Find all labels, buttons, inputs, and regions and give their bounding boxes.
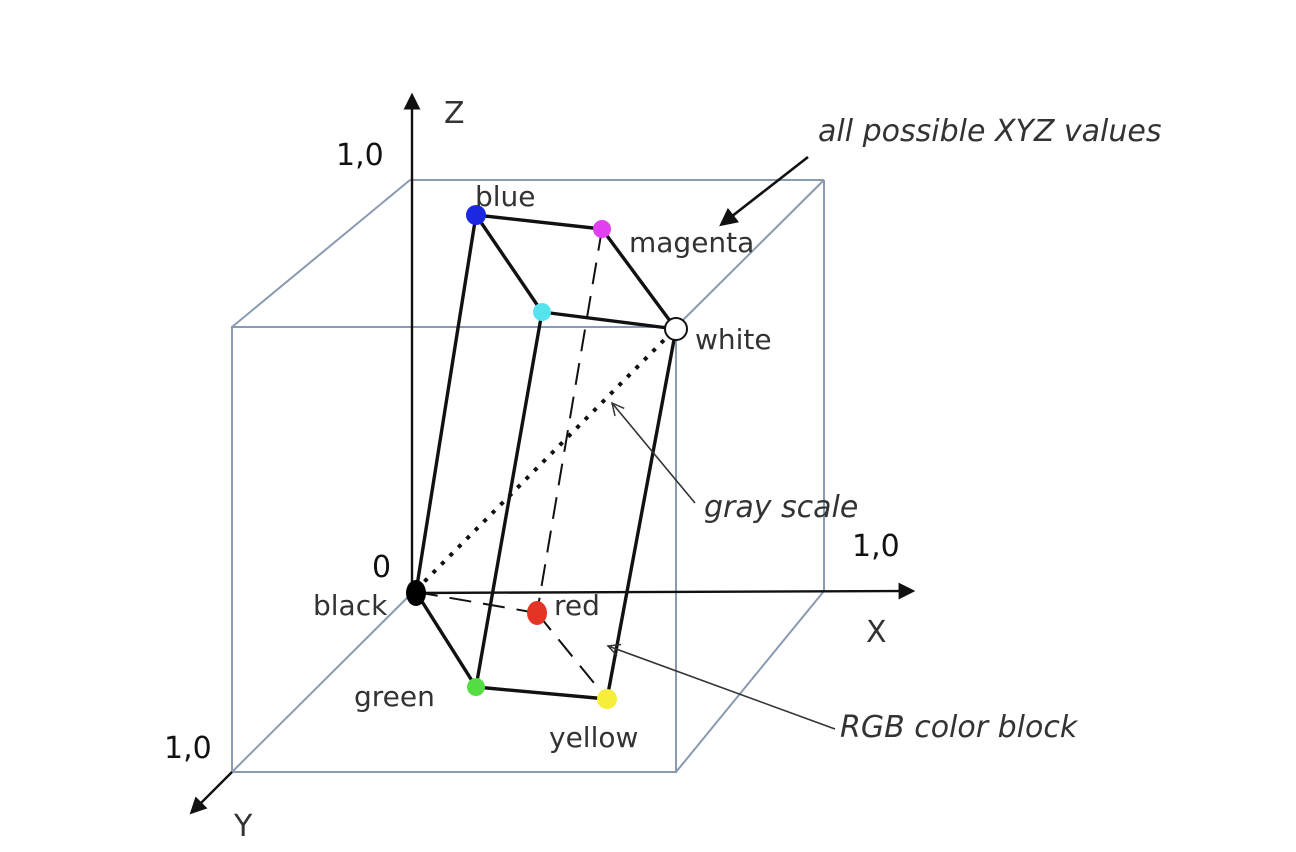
block-edge-blue-magenta (475, 213, 603, 231)
cube-front-face (231, 326, 677, 773)
z-axis-label: Z (444, 96, 465, 131)
black-vertex-dot (406, 580, 426, 606)
green-label: green (354, 680, 435, 713)
block-edge-cyan-white (541, 310, 677, 331)
red-vertex-dot (527, 601, 547, 625)
x-max-label: 1,0 (852, 529, 900, 564)
cube-edge-depth-bottom-left (231, 592, 413, 773)
blue-vertex-dot (466, 205, 486, 225)
y-max-label: 1,0 (164, 731, 212, 766)
x-axis (411, 582, 916, 600)
blue-label: blue (475, 180, 536, 213)
white-vertex-dot (664, 317, 688, 341)
rgb-block-annotation: RGB color block (840, 710, 1079, 745)
vertex-dots (406, 205, 688, 709)
xyz-values-arrow (719, 155, 809, 227)
block-edge-white-yellow (605, 328, 678, 700)
cube-edge-depth-bottom-right (675, 590, 825, 773)
block-edge-red-yellow-hidden (536, 612, 608, 700)
cube-edge-depth-top-right (675, 179, 825, 328)
block-edge-magenta-red-hidden (536, 228, 603, 614)
green-vertex-dot (467, 678, 485, 696)
gray-scale-annotation: gray scale (704, 490, 858, 525)
yellow-vertex-dot (597, 689, 617, 709)
xyz-cube (231, 179, 825, 773)
gray-scale-line (414, 328, 676, 592)
origin-label: 0 (372, 550, 391, 585)
red-label: red (554, 589, 600, 622)
xyz-values-annotation: all possible XYZ values (818, 114, 1162, 149)
block-edge-green-yellow (475, 685, 608, 701)
block-edge-cyan-green (474, 311, 544, 688)
rgb-color-block (414, 213, 678, 701)
cyan-vertex-dot (533, 303, 551, 321)
x-axis-label: X (866, 615, 887, 650)
cube-edge-depth-top-left (231, 179, 411, 328)
magenta-vertex-dot (593, 220, 611, 238)
gray-scale-arrow (612, 403, 696, 504)
y-axis (189, 771, 233, 815)
rgb-block-arrow (608, 646, 836, 730)
yellow-label: yellow (549, 721, 638, 754)
pointer-arrows (608, 155, 836, 730)
z-max-label: 1,0 (336, 138, 384, 173)
block-edge-blue-black (414, 214, 478, 593)
axes (189, 92, 916, 815)
block-edge-black-green (414, 591, 478, 688)
magenta-label: magenta (629, 226, 754, 259)
white-label: white (695, 323, 772, 356)
block-edge-blue-cyan (474, 214, 544, 313)
block-edge-magenta-white (600, 227, 678, 331)
black-label: black (313, 589, 388, 622)
y-axis-label: Y (233, 809, 253, 844)
block-edge-black-red-hidden (415, 591, 538, 614)
